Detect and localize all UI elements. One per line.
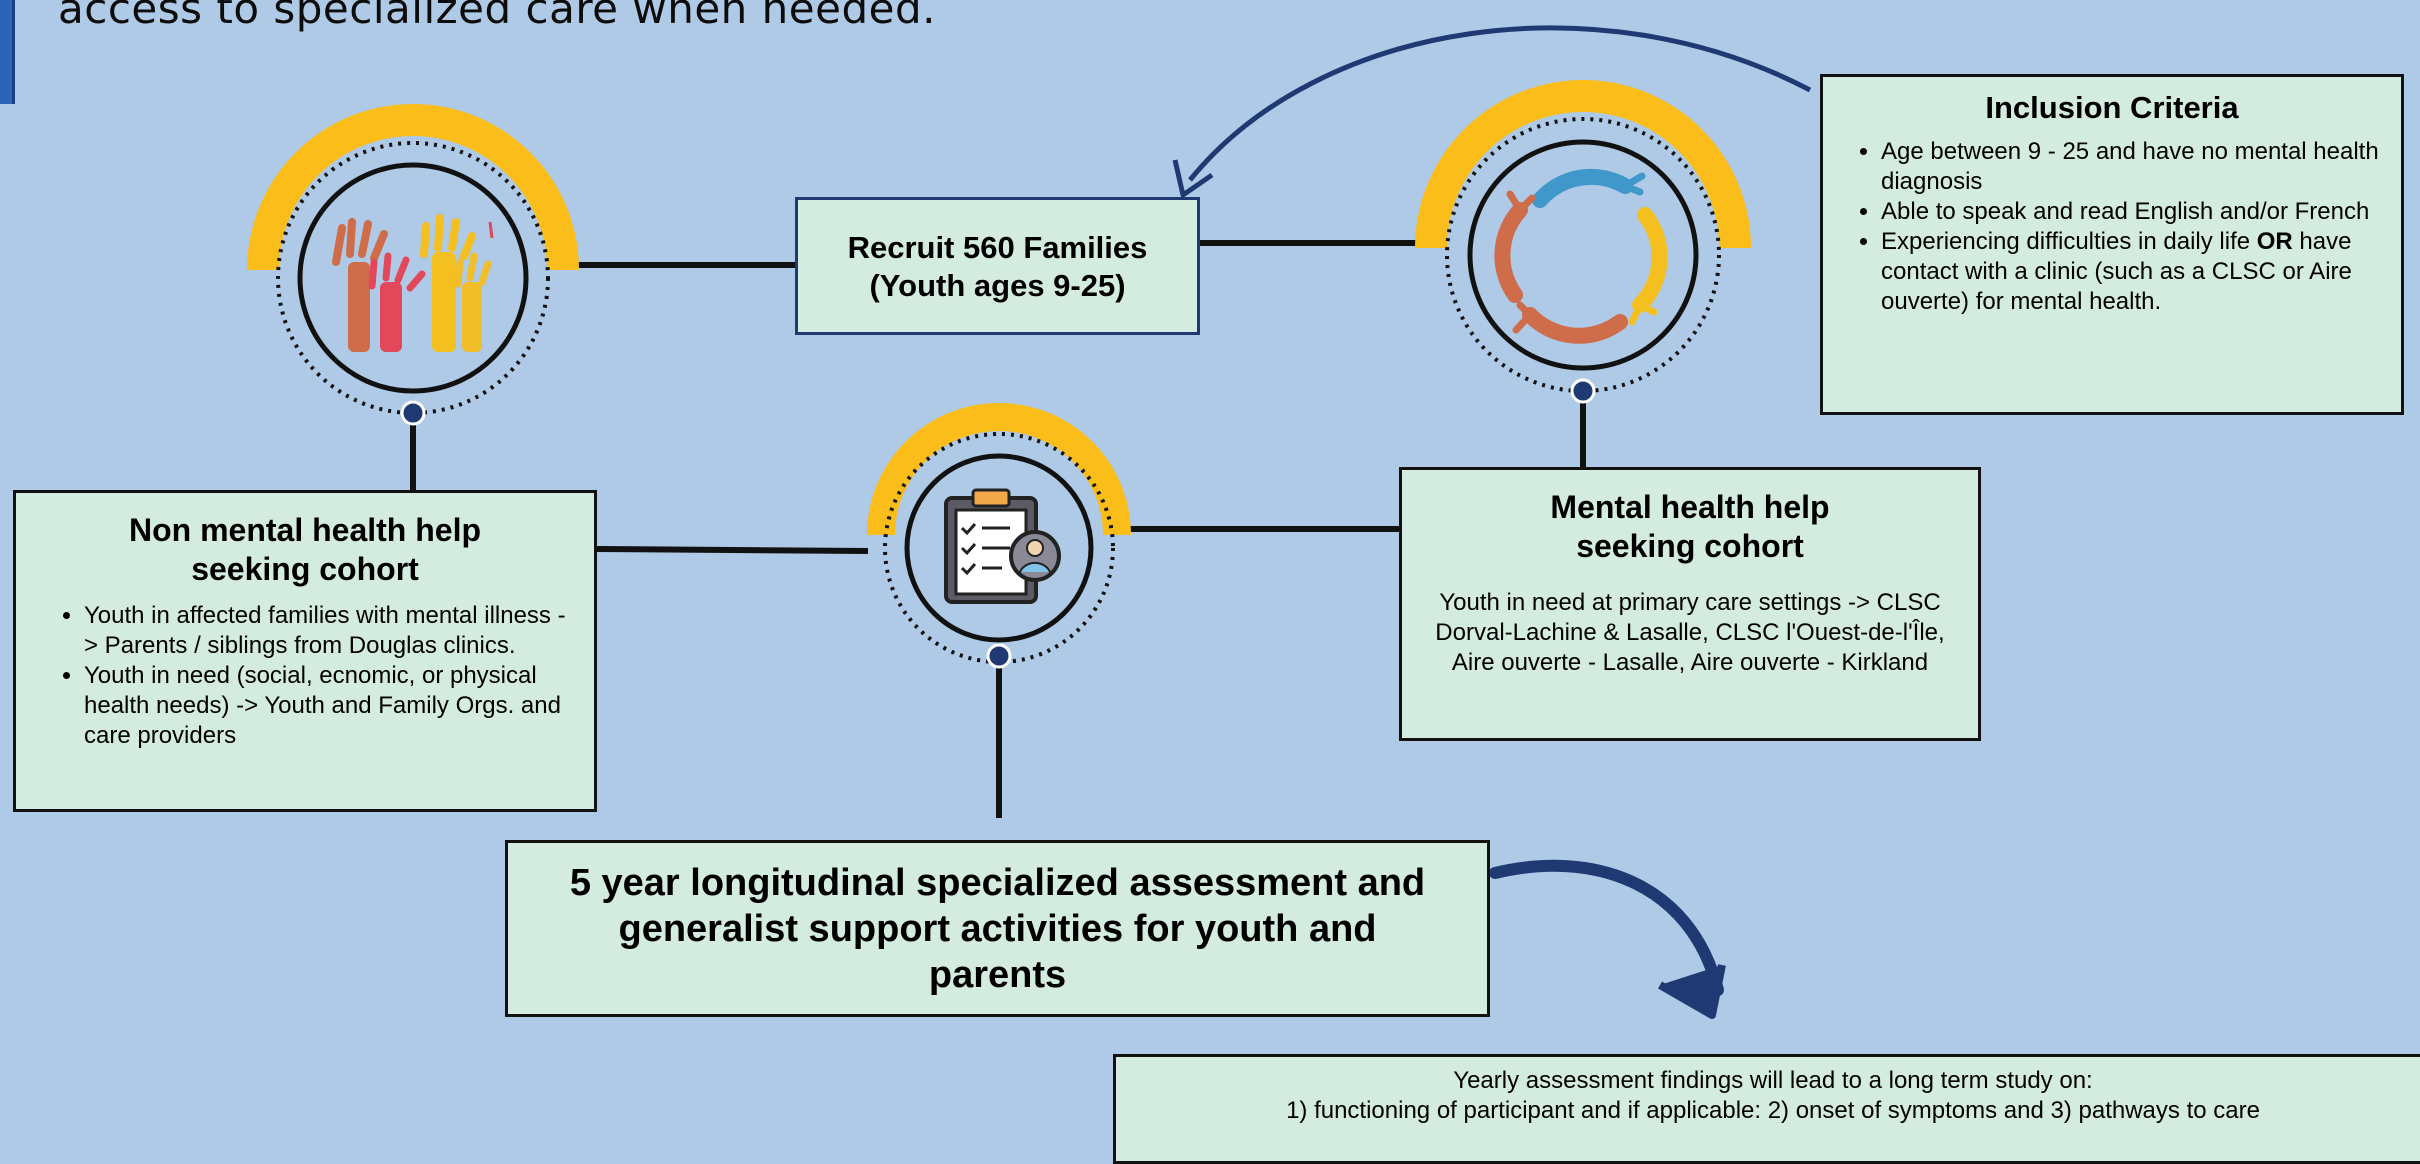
inclusion-item: Able to speak and read English and/or Fr… (1881, 197, 2383, 227)
raised-hands-icon (332, 214, 494, 352)
findings-box: Yearly assessment findings will lead to … (1113, 1054, 2420, 1164)
inclusion-item3-bold: OR (2256, 228, 2293, 255)
inclusion-item-3: Experiencing difficulties in daily life … (1881, 227, 2383, 317)
yellow-arc (247, 104, 579, 271)
findings-line2: 1) functioning of participant and if app… (1286, 1097, 2260, 1124)
inclusion-item: Age between 9 - 25 and have no mental he… (1881, 137, 2383, 197)
node-left (247, 104, 579, 426)
node-dot (400, 400, 426, 426)
inclusion-item3-post: have contact with a clinic (such as a CL… (1881, 228, 2352, 315)
mh-body: Youth in need at primary care settings -… (1435, 589, 1945, 676)
yellow-arc (1415, 80, 1751, 249)
non-mh-item: Youth in need (social, ecnomic, or physi… (84, 661, 578, 751)
inclusion-item3-pre: Experiencing difficulties in daily life (1881, 228, 2257, 255)
arrow-head-findings (1658, 964, 1726, 1019)
circle-of-hands-icon (1494, 168, 1668, 344)
node-dot (1570, 378, 1596, 404)
node-right (1415, 80, 1751, 404)
non-mh-title-line2: seeking cohort (191, 551, 419, 587)
inner-circle (297, 162, 529, 394)
node-center (867, 403, 1131, 669)
left-accent-bar (0, 0, 15, 104)
inclusion-title: Inclusion Criteria (1985, 90, 2239, 125)
recruit-subtitle: (Youth ages 9-25) (869, 268, 1126, 303)
node-dot (986, 643, 1012, 669)
mh-title-line2: seeking cohort (1576, 528, 1804, 564)
yellow-arc (867, 403, 1131, 536)
non-mh-item: Youth in affected families with mental i… (84, 601, 578, 661)
clipboard-person-icon (944, 488, 1061, 604)
non-mh-title-line1: Non mental health help (128, 512, 482, 548)
assessment-text: 5 year longitudinal specialized assessme… (569, 861, 1426, 996)
mh-cohort-box: Mental health help seeking cohort Youth … (1399, 467, 1981, 741)
recruit-title: Recruit 560 Families (847, 230, 1148, 265)
arrow-to-findings (1489, 859, 1724, 996)
connector-nonmh-center (596, 546, 869, 554)
arrow-inclusion-to-recruit (1188, 25, 1812, 182)
dotted-ring (1445, 117, 1721, 393)
dotted-ring (276, 141, 550, 415)
recruit-box: Recruit 560 Families (Youth ages 9-25) (795, 197, 1200, 335)
inclusion-criteria-box: Inclusion Criteria Age between 9 - 25 an… (1820, 74, 2404, 415)
assessment-box: 5 year longitudinal specialized assessme… (505, 840, 1490, 1017)
intro-text: access to specialized care when needed. (58, 0, 936, 33)
dotted-ring (883, 432, 1115, 664)
mh-title-line1: Mental health help (1550, 489, 1830, 525)
arrow-head-recruit (1172, 159, 1214, 198)
non-mh-cohort-box: Non mental health help seeking cohort Yo… (13, 490, 597, 812)
findings-line1: Yearly assessment findings will lead to … (1453, 1067, 2093, 1094)
